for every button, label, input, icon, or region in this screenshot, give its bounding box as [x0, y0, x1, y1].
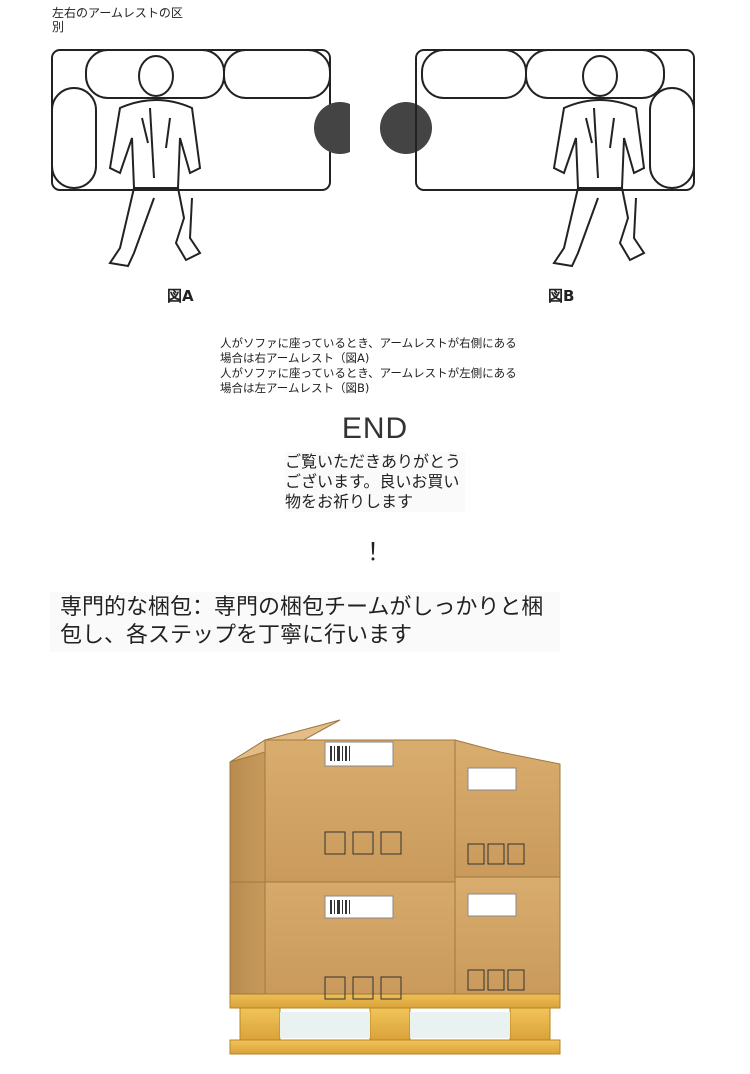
packaging-title: 専門的な梱包：専門の梱包チームがしっかりと梱包し、各ステップを丁寧に行います [50, 592, 560, 652]
end-title: END [341, 412, 409, 445]
description-line: 人がソファに座っているとき、アームレストが左側にある [220, 366, 517, 380]
armrest-heading: 左右のアームレストの区別 [52, 6, 183, 34]
seated-person-icon [552, 55, 646, 268]
figure-b-label: 図B [548, 287, 575, 305]
cardboard-box-icon [454, 739, 561, 878]
figure-b-sofa-diagram [380, 49, 695, 268]
description-line: 人がソファに座っているとき、アームレストが右側にある [220, 336, 517, 350]
boxes-on-pallet-image [229, 719, 561, 1055]
cardboard-box-icon [229, 861, 456, 1000]
exclamation-mark: ！ [367, 538, 391, 566]
description-line: 場合は左アームレスト（図B) [220, 381, 370, 395]
thanks-message: ご覧いただきありがとうございます。良いお買い物をお祈りします [285, 452, 465, 512]
figure-a-label: 図A [167, 287, 194, 305]
cardboard-box-icon [229, 719, 456, 883]
description-line: 場合は右アームレスト（図A) [220, 351, 370, 365]
seated-person-icon [108, 55, 202, 268]
cardboard-box-icon [454, 876, 561, 995]
wooden-pallet-icon [229, 991, 561, 1055]
armrest-description: 人がソファに座っているとき、アームレストが右側にある 場合は右アームレスト（図A… [220, 336, 550, 396]
figure-a-sofa-diagram [51, 49, 350, 268]
